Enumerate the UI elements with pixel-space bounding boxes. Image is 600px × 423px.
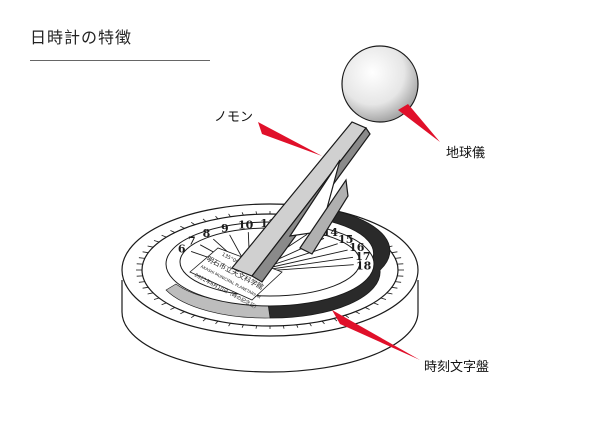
hour-number: 7 bbox=[188, 234, 196, 247]
outer-tick bbox=[153, 240, 160, 243]
outer-tick bbox=[373, 302, 379, 306]
outer-tick bbox=[180, 225, 185, 229]
outer-tick bbox=[153, 297, 160, 300]
outer-tick bbox=[380, 297, 387, 300]
outer-tick bbox=[228, 323, 231, 327]
dial-label: 時刻文字盤 bbox=[424, 360, 490, 375]
title-underline bbox=[30, 60, 210, 61]
outer-tick bbox=[138, 257, 145, 259]
outer-tick bbox=[190, 314, 196, 319]
outer-tick bbox=[386, 292, 393, 295]
globe-icon bbox=[341, 45, 419, 123]
outer-tick bbox=[228, 213, 231, 217]
globe-pointer bbox=[398, 104, 440, 142]
outer-tick bbox=[170, 230, 176, 233]
outer-tick bbox=[395, 257, 402, 259]
gnomon-pointer bbox=[258, 122, 322, 156]
outer-tick bbox=[147, 292, 154, 295]
outer-tick bbox=[395, 281, 402, 283]
dial-pointer bbox=[332, 310, 420, 360]
gnomon-label: ノモン bbox=[214, 110, 254, 125]
outer-tick bbox=[391, 251, 398, 254]
outer-tick bbox=[215, 215, 219, 220]
outer-tick bbox=[283, 325, 285, 329]
outer-tick bbox=[190, 221, 196, 226]
page-title: 日時計の特徴 bbox=[30, 28, 133, 47]
outer-tick bbox=[391, 286, 398, 289]
outer-tick bbox=[309, 323, 312, 327]
hour-number: 8 bbox=[203, 227, 211, 240]
outer-tick bbox=[142, 251, 149, 254]
outer-tick bbox=[333, 318, 338, 322]
gnomon bbox=[231, 121, 371, 283]
globe-label: 地球儀 bbox=[446, 146, 486, 161]
hour-number: 6 bbox=[178, 243, 186, 256]
outer-tick bbox=[180, 311, 185, 315]
hour-number: 18 bbox=[356, 259, 372, 272]
outer-tick bbox=[241, 212, 244, 216]
outer-tick bbox=[355, 311, 360, 315]
outer-tick bbox=[161, 302, 167, 306]
outer-tick bbox=[202, 318, 207, 322]
outer-tick bbox=[170, 307, 176, 310]
outer-tick bbox=[364, 307, 370, 310]
outer-tick bbox=[147, 245, 154, 248]
outer-tick bbox=[241, 324, 244, 328]
outer-tick bbox=[321, 320, 325, 325]
hour-number: 15 bbox=[338, 233, 353, 246]
hour-number: 10 bbox=[238, 218, 254, 231]
hour-number: 9 bbox=[221, 222, 229, 235]
outer-tick bbox=[296, 324, 299, 328]
hour-number: 17 bbox=[355, 250, 370, 263]
callout-pointers bbox=[258, 104, 440, 360]
outer-tick bbox=[142, 286, 149, 289]
outer-tick bbox=[138, 281, 145, 283]
outer-tick bbox=[255, 325, 257, 329]
hour-number: 16 bbox=[349, 241, 365, 254]
outer-tick bbox=[344, 314, 350, 319]
outer-tick bbox=[215, 320, 219, 325]
outer-tick bbox=[161, 234, 167, 238]
outer-tick bbox=[202, 218, 207, 222]
outer-tick bbox=[255, 211, 257, 215]
